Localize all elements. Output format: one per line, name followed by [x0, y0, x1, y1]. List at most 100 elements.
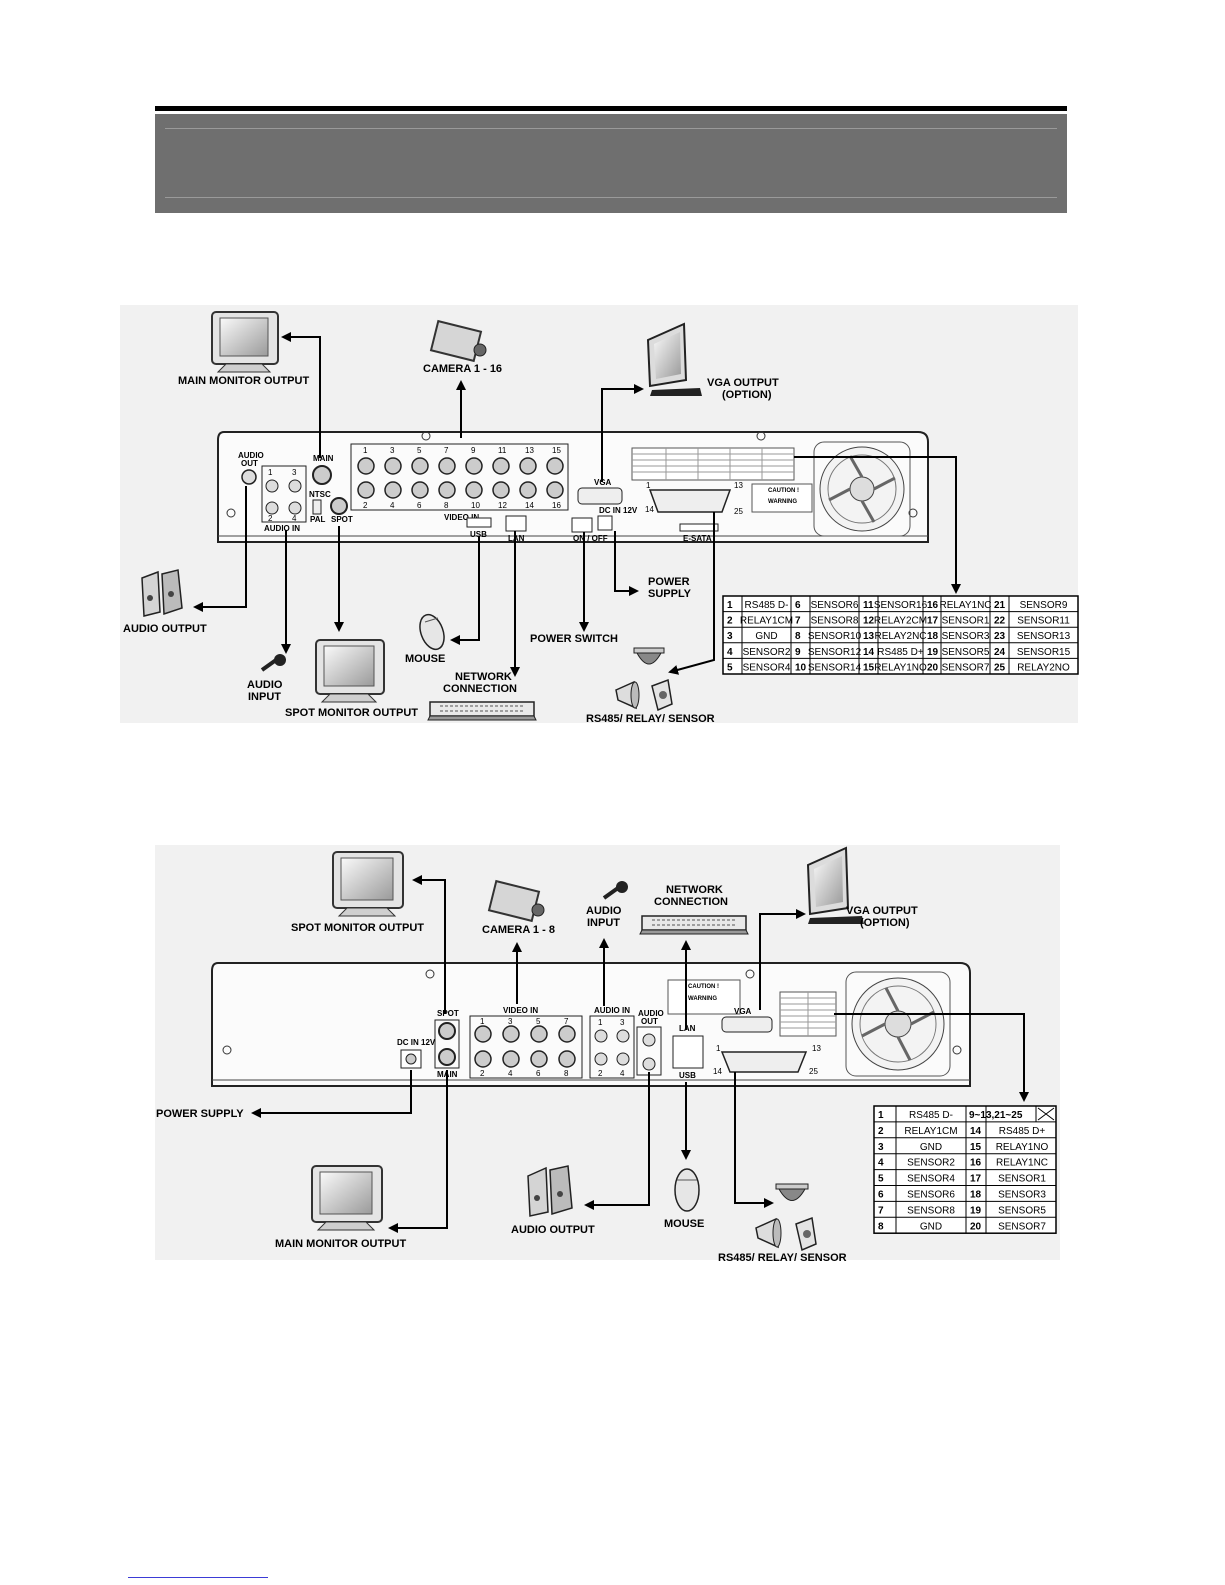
audio-in-jack [288, 479, 302, 493]
panel-spot-label: SPOT [331, 515, 353, 524]
unused-pins-cross-icon [1037, 1107, 1055, 1121]
video-in-number: 1 [363, 446, 368, 455]
audio-in-num-2: 2 [268, 514, 273, 523]
spot-bnc-jack [438, 1022, 456, 1040]
header-rule [155, 106, 1067, 111]
pin-number: 2 [727, 616, 733, 627]
pin-signal: RELAY2NC [874, 631, 926, 642]
pin-number: 20 [970, 1221, 982, 1232]
siren-icon [755, 1217, 782, 1249]
pin-signal: RELAY2NO [1017, 662, 1070, 673]
db25-pin-13: 13 [812, 1044, 821, 1053]
video-in-bnc-jack [502, 1025, 520, 1043]
video-in-block [469, 1015, 583, 1079]
db25-pin-25: 25 [809, 1067, 818, 1076]
dome-camera-icon [775, 1183, 809, 1201]
video-in-bnc-jack [357, 481, 375, 499]
power-switch-port [571, 517, 593, 533]
video-in-bnc-jack [530, 1050, 548, 1068]
pin-signal: SENSOR15 [1017, 647, 1071, 658]
pin-number: 16 [927, 600, 939, 611]
label-audio-input-1: AUDIO [247, 679, 283, 691]
video-in-bnc-jack [411, 457, 429, 475]
video-in-bnc-jack [357, 457, 375, 475]
pin-table-frame [722, 595, 1079, 675]
label-main-monitor-output: MAIN MONITOR OUTPUT [275, 1238, 406, 1250]
speaker-icon [141, 569, 183, 617]
main-monitor-icon [211, 311, 279, 373]
panel-pin-legend-lines [632, 448, 794, 480]
video-in-number: 8 [564, 1069, 569, 1078]
spot-monitor-icon [315, 639, 385, 703]
label-audio-input-2: INPUT [587, 917, 620, 929]
panel-usb-label: USB [679, 1071, 696, 1080]
label-power-supply-1: POWER [648, 576, 690, 588]
panel-spot-label: SPOT [437, 1009, 459, 1018]
audio-in-jack [594, 1029, 608, 1043]
pin-signal: SENSOR10 [808, 631, 862, 642]
video-in-bnc-jack [384, 481, 402, 499]
video-in-number: 1 [480, 1017, 485, 1026]
pin-number: 9 [795, 647, 801, 658]
video-in-number: 15 [552, 446, 561, 455]
label-camera: CAMERA 1 - 16 [423, 363, 502, 375]
lan-port [505, 515, 527, 532]
pin-number: 17 [970, 1174, 982, 1185]
video-in-bnc-jack [492, 481, 510, 499]
panel-ntsc-label: NTSC [309, 490, 331, 499]
audio-in-block [589, 1015, 635, 1079]
pin-number: 6 [878, 1190, 884, 1201]
caution-text: CAUTION ! [688, 984, 719, 990]
panel-lan-label: LAN [679, 1024, 696, 1033]
pin-signal: SENSOR2 [907, 1158, 955, 1169]
video-in-number: 8 [444, 501, 449, 510]
video-in-number: 6 [536, 1069, 541, 1078]
video-in-number: 5 [417, 446, 422, 455]
microphone-icon [260, 654, 286, 672]
video-in-number: 7 [444, 446, 449, 455]
audio-out-jack [642, 1033, 656, 1047]
dc-in-port [597, 515, 613, 531]
main-monitor-icon [311, 1165, 383, 1231]
label-main-monitor-output: MAIN MONITOR OUTPUT [178, 375, 309, 387]
panel-usb-label: USB [470, 530, 487, 539]
pin-signal: SENSOR9 [1020, 600, 1068, 611]
pin-number: 3 [878, 1142, 884, 1153]
video-in-bnc-jack [558, 1025, 576, 1043]
pin-number: 15 [863, 662, 875, 673]
video-in-bnc-jack [492, 457, 510, 475]
db25-port [648, 489, 732, 513]
dome-camera-icon [633, 647, 665, 665]
panel-lan-label: LAN [508, 534, 525, 543]
diagram-8ch-connections [251, 875, 1029, 1233]
pin-number: 23 [994, 631, 1006, 642]
pir-sensor-icon [651, 678, 673, 712]
video-in-number: 4 [508, 1069, 513, 1078]
panel-audio-out-label-2: OUT [641, 1017, 658, 1026]
label-vga-option: (OPTION) [860, 917, 910, 929]
diagram-8ch: SPOT MONITOR OUTPUT CAMERA 1 - 8 AUDIO I… [155, 845, 1060, 1264]
pin-number: 20 [927, 662, 939, 673]
banner-line-bottom [165, 197, 1057, 198]
pin-number: 14 [970, 1126, 982, 1137]
pin-number: 5 [727, 662, 733, 673]
audio-out-jack [241, 469, 257, 485]
video-in-number: 12 [498, 501, 507, 510]
pin-number: 16 [970, 1158, 982, 1169]
video-in-bnc-jack [474, 1025, 492, 1043]
lan-port [672, 1035, 704, 1069]
db25-pin-25: 25 [734, 507, 743, 516]
video-in-number: 5 [536, 1017, 541, 1026]
panel-vga-label: VGA [594, 478, 612, 487]
label-audio-input-2: INPUT [248, 691, 281, 703]
pin-number: 6 [795, 600, 801, 611]
vga-port [721, 1016, 773, 1033]
label-power-supply: POWER SUPPLY [156, 1108, 244, 1120]
db25-pin-14: 14 [645, 505, 654, 514]
pin-number: 13 [863, 631, 875, 642]
audio-in-jack [616, 1052, 630, 1066]
pin-number: 7 [795, 616, 801, 627]
